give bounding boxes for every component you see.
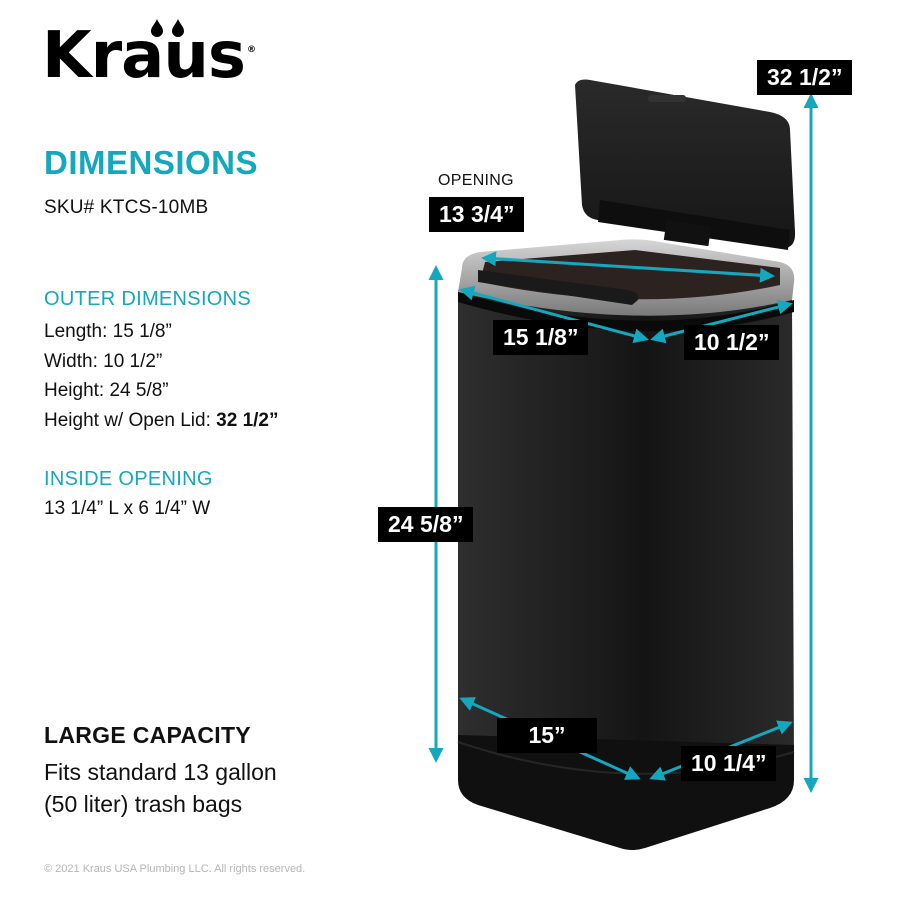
spec-label: Width: [44,350,104,372]
capacity-description: Fits standard 13 gallon (50 liter) trash… [44,756,277,820]
water-drops-icon [151,19,184,37]
top-length-arrow [459,285,649,344]
callout-body-height: 24 5/8” [378,507,474,542]
open-lid [575,79,796,250]
inside-opening-value: 13 1/4” L x 6 1/4” W [44,498,211,519]
spec-row-height: Height: 24 5/8” [44,376,278,406]
callout-opening-length: 13 3/4” [429,197,525,232]
spec-label: Length: [44,321,113,342]
logo-text: Kraus [42,19,246,93]
opening-label: OPENING [438,172,514,189]
spec-row-length: Length: 15 1/8” [44,317,278,347]
callout-base-width: 10 1/4” [681,746,777,781]
top-width-arrow [650,299,793,344]
spec-row-height-open-lid: Height w/ Open Lid: 32 1/2” [44,406,278,436]
outer-dimensions-list: Length: 15 1/8” Width: 10 1/2” Height: 2… [44,317,278,435]
brand-logo: Kraus ® [42,24,256,88]
copyright-notice: © 2021 Kraus USA Plumbing LLC. All right… [44,863,306,875]
spec-value: 32 1/2” [216,409,279,431]
callout-top-width: 10 1/2” [684,325,780,360]
spec-value: 10 1/2” [103,350,163,372]
opening-length-arrow [481,251,775,283]
capacity-heading: LARGE CAPACITY [44,722,251,748]
spec-value: 15 1/8” [112,321,172,342]
spec-row-width: Width: 10 1/2” [44,347,278,377]
capacity-line-2: (50 liter) trash bags [44,791,243,817]
inside-opening-heading: INSIDE OPENING [44,468,213,490]
callout-total-height: 32 1/2” [757,60,853,95]
page-title: DIMENSIONS [44,144,259,181]
capacity-line-1: Fits standard 13 gallon [44,759,277,785]
spec-label: Height w/ Open Lid: [44,409,217,431]
sku-label: SKU# KTCS-10MB [44,197,209,218]
spec-label: Height: [44,380,110,401]
spec-value: 24 5/8” [109,380,169,401]
callout-top-length: 15 1/8” [493,320,589,355]
outer-dimensions-heading: OUTER DIMENSIONS [44,288,252,310]
registered-mark: ® [247,45,256,55]
callout-base-length: 15” [497,718,597,753]
